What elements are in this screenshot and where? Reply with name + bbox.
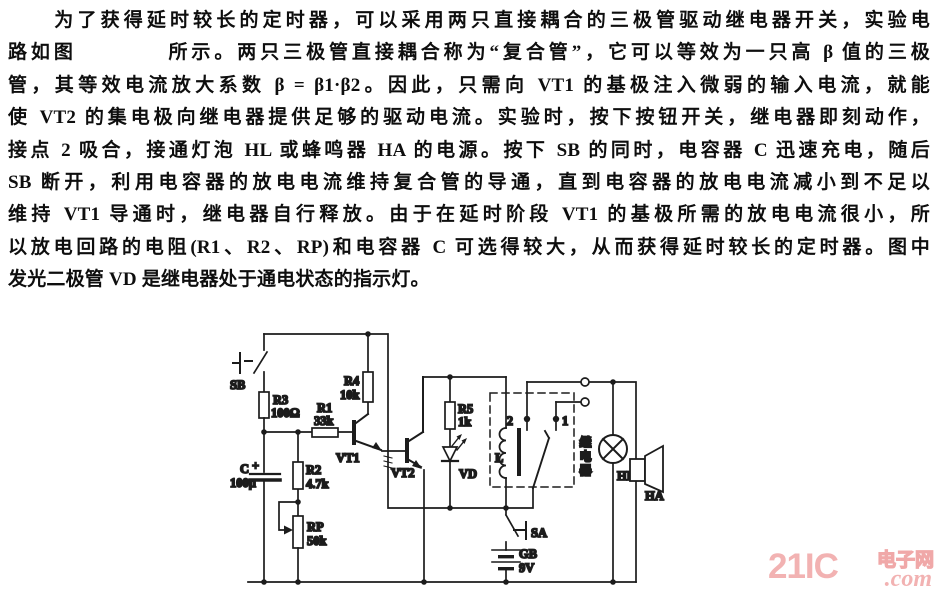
document-line: SB 断开，利用电容器的放电电流维持复合管的导通，直到电容器的放电电流减小到不足… <box>8 172 930 194</box>
label-vd: VD <box>459 467 477 481</box>
label-contact-2: 2 <box>507 414 513 428</box>
label-r4: R4 <box>344 374 360 388</box>
label-vt2: VT2 <box>391 466 415 480</box>
watermark: 21IC 电子网 .com <box>768 545 935 593</box>
push-button-sb: SB <box>229 333 269 393</box>
label-vt1: VT1 <box>336 451 360 465</box>
label-rp: RP <box>307 520 324 534</box>
resistor-r2: R2 4.7k <box>292 431 329 517</box>
resistor-r4: R4 10k <box>339 333 374 415</box>
label-r1-value: 33k <box>314 414 334 428</box>
label-c: C <box>240 462 249 476</box>
watermark-site-name: 电子网 <box>876 549 934 571</box>
capacitor-c: C + 100μ <box>229 431 282 583</box>
led-vd: VD <box>440 434 478 509</box>
label-rp-value: 50k <box>307 534 327 548</box>
junction-dots <box>261 331 616 585</box>
label-r3: R3 <box>273 393 288 407</box>
label-c-polarity: + <box>252 459 259 473</box>
label-r2-value: 4.7k <box>306 477 329 491</box>
label-contact-1: 1 <box>562 414 568 428</box>
document-line: 接点 2 吸合，接通灯泡 HL 或蜂鸣器 HA 的电源。按下 SB 的同时，电容… <box>8 139 930 161</box>
paragraph: 为了获得延时较长的定时器，可以采用两只直接耦合的三极管驱动继电器开关，实验电 路… <box>8 5 930 297</box>
terminals <box>580 377 590 407</box>
label-c-value: 100μ <box>230 476 256 490</box>
resistor-r5: R5 1k <box>444 376 474 447</box>
document-line: 维持 VT1 导通时，继电器自行释放。由于在延时阶段 VT1 的基极所需的放电电… <box>8 204 930 226</box>
document-line: 使 VT2 的集电极向继电器提供足够的驱动电流。实验时，按下按钮开关，继电器即刻… <box>8 107 930 129</box>
wire-rails <box>247 333 637 583</box>
relay: L 2 1 继电器 <box>489 376 593 509</box>
battery-gb: GB 9V <box>491 541 538 583</box>
potentiometer-rp: RP 50k <box>278 501 327 583</box>
label-sa: SA <box>531 526 547 540</box>
transistor-vt2: VT2 <box>390 376 425 583</box>
label-r1: R1 <box>317 401 332 415</box>
label-r4-value: 10k <box>340 388 360 402</box>
label-coil: L <box>495 451 503 465</box>
document-line: 发光二极管 VD 是继电器处于通电状态的指示灯。 <box>8 269 430 291</box>
transistor-vt1: VT1 <box>335 412 407 466</box>
label-sb: SB <box>230 378 245 392</box>
resistor-r3: R3 100Ω <box>258 391 301 433</box>
buzzer-ha: HA <box>629 444 665 583</box>
label-r3-value: 100Ω <box>271 406 300 420</box>
document-line: 路如图 所示。两只三极管直接耦合称为“复合管”，它可以等效为一只高 β 值的三极 <box>8 42 930 64</box>
document-line: 管，其等效电流放大系数 β = β1·β2。因此，只需向 VT1 的基极注入微弱… <box>8 74 930 96</box>
label-relay: 继电器 <box>578 435 592 478</box>
switch-sa: SA <box>504 507 548 541</box>
label-r5-value: 1k <box>458 415 471 429</box>
label-r2: R2 <box>306 463 321 477</box>
label-gb-value: 9V <box>519 561 534 575</box>
label-ha: HA <box>645 489 664 503</box>
lamp-hl: HL <box>598 381 636 583</box>
resistor-r1: R1 33k <box>263 400 354 438</box>
document-line: 为了获得延时较长的定时器，可以采用两只直接耦合的三极管驱动继电器开关，实验电 <box>8 10 930 31</box>
watermark-domain: .com <box>884 566 932 592</box>
label-r5: R5 <box>458 402 473 416</box>
watermark-brand: 21IC <box>768 547 839 586</box>
document-line: 以放电回路的电阻(R1、R2、RP)和电容器 C 可选得较大，从而获得延时较长的… <box>8 236 930 258</box>
label-gb: GB <box>519 547 537 561</box>
